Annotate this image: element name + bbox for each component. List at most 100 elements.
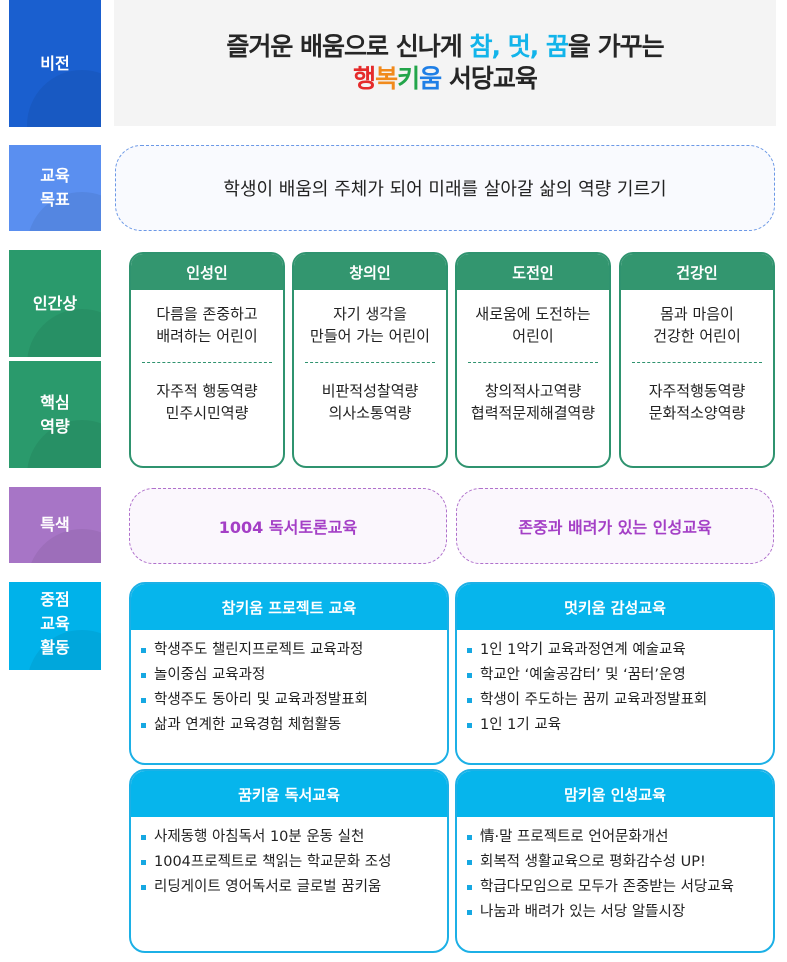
list-item-text: 나눔과 배려가 있는 서당 알뜰시장 [480, 904, 686, 920]
special-text: 1004 독서토론교육 [218, 518, 358, 537]
list-item-text: 학생주도 챌린지프로젝트 교육과정 [154, 642, 364, 658]
label-vision-text: 비전 [40, 53, 70, 73]
activity-title: 참키움 프로젝트 교육 [131, 584, 447, 630]
activity-title: 멋키움 감성교육 [457, 584, 773, 630]
divider [468, 362, 598, 363]
bullet-icon [141, 835, 146, 840]
activity-list: 사제동행 아침독서 10분 운동 실천 1004프로젝트로 책읽는 학교문화 조… [131, 817, 447, 900]
vision-char-green: 키 [397, 64, 420, 93]
list-item: 사제동행 아침독서 10분 운동 실천 [141, 825, 447, 850]
activity-card: 꿈키움 독서교육 사제동행 아침독서 10분 운동 실천 1004프로젝트로 책… [129, 769, 449, 953]
list-item-text: 학급다모임으로 모두가 존중받는 서당교육 [480, 879, 734, 895]
label-focus-text: 중점 교육 활동 [40, 590, 70, 657]
goal-box: 학생이 배움의 주체가 되어 미래를 살아갈 삶의 역량 기르기 [115, 145, 775, 231]
list-item: 1004프로젝트로 책읽는 학교문화 조성 [141, 850, 447, 875]
person-desc: 자기 생각을 만들어 가는 어린이 [310, 305, 430, 345]
list-item-text: 1004프로젝트로 책읽는 학교문화 조성 [154, 854, 392, 870]
list-item-text: 학생주도 동아리 및 교육과정발표회 [154, 692, 368, 708]
vision-keyword-meot: 멋 [507, 31, 531, 61]
person-competency: 비판적성찰역량 의사소통역량 [321, 382, 419, 422]
person-competency: 창의적사고역량 협력적문제해결역량 [470, 382, 596, 422]
activity-card: 참키움 프로젝트 교육 학생주도 챌린지프로젝트 교육과정 놀이중심 교육과정 … [129, 582, 449, 765]
vision-char-orange: 복 [375, 64, 398, 93]
activity-list: 1인 1악기 교육과정연계 예술교육 학교안 ‘예술공감터’ 및 ‘꿈터’운영 … [457, 630, 773, 738]
list-item-text: 情·말 프로젝트로 언어문화개선 [480, 829, 669, 845]
bullet-icon [467, 673, 472, 678]
person-competency: 자주적행동역량 문화적소양역량 [648, 382, 746, 422]
bullet-icon [141, 648, 146, 653]
list-item-text: 1인 1기 교육 [480, 717, 562, 733]
list-item: 학교안 ‘예술공감터’ 및 ‘꿈터’운영 [467, 663, 773, 688]
list-item: 학생주도 챌린지프로젝트 교육과정 [141, 638, 447, 663]
divider [305, 362, 435, 363]
list-item: 학생주도 동아리 및 교육과정발표회 [141, 688, 447, 713]
label-human-text: 인간상 [32, 293, 78, 313]
bullet-icon [467, 885, 472, 890]
activity-card: 맘키움 인성교육 情·말 프로젝트로 언어문화개선 회복적 생활교육으로 평화감… [455, 769, 775, 953]
list-item: 학급다모임으로 모두가 존중받는 서당교육 [467, 875, 773, 900]
vision-char-red: 행 [353, 64, 376, 93]
person-desc: 몸과 마음이 건강한 어린이 [653, 305, 741, 345]
list-item: 삶과 연계한 교육경험 체험활동 [141, 713, 447, 738]
label-core: 핵심 역량 [9, 361, 101, 468]
special-text: 존중과 배려가 있는 인성교육 [518, 518, 712, 537]
person-card: 도전인 새로움에 도전하는 어린이 창의적사고역량 협력적문제해결역량 [455, 252, 611, 468]
list-item: 1인 1기 교육 [467, 713, 773, 738]
person-title: 건강인 [621, 254, 773, 290]
vision-comma: , [491, 31, 508, 61]
list-item: 놀이중심 교육과정 [141, 663, 447, 688]
person-competency: 자주적 행동역량 민주시민역량 [156, 382, 258, 422]
vision-line-1: 즐거운 배움으로 신나게 참, 멋, 꿈을 가꾸는 [226, 31, 665, 64]
person-card: 인성인 다름을 존중하고 배려하는 어린이 자주적 행동역량 민주시민역량 [129, 252, 285, 468]
label-special: 특색 [9, 487, 101, 563]
vision-comma: , [529, 31, 546, 61]
goal-text: 학생이 배움의 주체가 되어 미래를 살아갈 삶의 역량 기르기 [223, 179, 667, 200]
bullet-icon [141, 723, 146, 728]
list-item-text: 1인 1악기 교육과정연계 예술교육 [480, 642, 686, 658]
person-title: 창의인 [294, 254, 446, 290]
divider [142, 362, 272, 363]
vision-text: 을 가꾸는 [567, 31, 665, 61]
label-human: 인간상 [9, 250, 101, 357]
label-focus: 중점 교육 활동 [9, 582, 101, 670]
bullet-icon [467, 698, 472, 703]
activity-title: 꿈키움 독서교육 [131, 771, 447, 817]
label-vision: 비전 [9, 0, 101, 127]
bullet-icon [141, 698, 146, 703]
person-title: 도전인 [457, 254, 609, 290]
list-item: 1인 1악기 교육과정연계 예술교육 [467, 638, 773, 663]
list-item: 회복적 생활교육으로 평화감수성 UP! [467, 850, 773, 875]
bullet-icon [467, 910, 472, 915]
vision-keyword-cham: 참 [469, 31, 492, 61]
person-card: 창의인 자기 생각을 만들어 가는 어린이 비판적성찰역량 의사소통역량 [292, 252, 448, 468]
list-item-text: 회복적 생활교육으로 평화감수성 UP! [480, 854, 706, 870]
special-box: 1004 독서토론교육 [129, 488, 447, 564]
label-goal: 교육 목표 [9, 145, 101, 231]
list-item-text: 놀이중심 교육과정 [154, 667, 266, 683]
activity-list: 情·말 프로젝트로 언어문화개선 회복적 생활교육으로 평화감수성 UP! 학급… [457, 817, 773, 925]
list-item-text: 삶과 연계한 교육경험 체험활동 [154, 717, 342, 733]
activity-list: 학생주도 챌린지프로젝트 교육과정 놀이중심 교육과정 학생주도 동아리 및 교… [131, 630, 447, 738]
list-item-text: 리딩게이트 영어독서로 글로벌 꿈키움 [154, 879, 382, 895]
bullet-icon [141, 885, 146, 890]
bullet-icon [467, 835, 472, 840]
bullet-icon [467, 648, 472, 653]
list-item: 학생이 주도하는 꿈끼 교육과정발표회 [467, 688, 773, 713]
vision-line-2: 행복키움 서당교육 [353, 63, 538, 96]
bullet-icon [467, 723, 472, 728]
person-title: 인성인 [131, 254, 283, 290]
list-item: 情·말 프로젝트로 언어문화개선 [467, 825, 773, 850]
bullet-icon [141, 673, 146, 678]
vision-char-blue: 움 [419, 64, 442, 93]
list-item: 나눔과 배려가 있는 서당 알뜰시장 [467, 900, 773, 925]
list-item: 리딩게이트 영어독서로 글로벌 꿈키움 [141, 875, 447, 900]
special-box: 존중과 배려가 있는 인성교육 [456, 488, 774, 564]
activity-title: 맘키움 인성교육 [457, 771, 773, 817]
vision-box: 즐거운 배움으로 신나게 참, 멋, 꿈을 가꾸는 행복키움 서당교육 [114, 0, 776, 126]
label-special-text: 특색 [40, 515, 70, 534]
label-core-text: 핵심 역량 [40, 392, 70, 436]
label-goal-text: 교육 목표 [40, 166, 70, 209]
person-desc: 다름을 존중하고 배려하는 어린이 [156, 305, 258, 345]
vision-text: 서당교육 [441, 64, 538, 93]
list-item-text: 학교안 ‘예술공감터’ 및 ‘꿈터’운영 [480, 667, 686, 683]
